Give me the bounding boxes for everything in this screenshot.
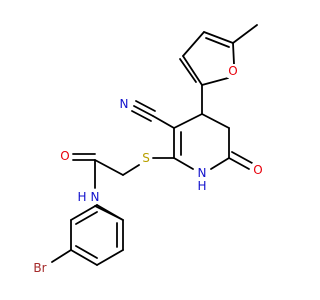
ring-nh-hydrogen-label: H [197,179,206,193]
bond-ar-2-3 [96,249,124,266]
bond-furan-c5-o [232,42,235,65]
bond-c6-o [228,157,250,170]
bond-c2-n1 [173,157,194,170]
bond-c5-c4 [201,113,230,129]
bond-layer [51,24,258,266]
label-mask [252,163,264,177]
bromine-label: Br [33,261,46,275]
molecule-diagram: O N N H O S O N H Br [32,24,264,275]
bond-furan-c2-c3-inner [179,58,197,83]
bond-c-br [51,249,72,263]
bond-c3-cn [152,115,175,129]
amide-nh-hydrogen-label: H [77,190,86,204]
label-mask [32,261,48,275]
furan-oxygen-label: O [228,64,237,78]
thioether-sulfur-label: S [142,151,150,165]
bond-n1-c6 [210,157,230,170]
label-mask [59,149,71,163]
lactam-oxygen-label: O [253,163,262,177]
atom-label-layer: O N N H O S O N H Br [32,64,264,275]
amide-oxygen-label: O [60,149,69,163]
label-mask [89,190,101,204]
label-mask [196,179,208,193]
amide-nitrogen-label: N [91,190,100,204]
bond-c6-o-2 [231,151,253,164]
bond-c4-c3 [173,113,203,129]
ring-nitrogen-label: N [198,166,207,180]
label-mask [196,166,208,180]
label-mask [141,151,151,165]
bond-ar-6-1 [96,204,124,221]
label-mask [76,190,88,204]
bond-nitrile-2 [135,100,156,112]
bond-furan-c3-c4 [182,31,205,57]
label-mask [118,97,130,111]
structure-drawing: O N N H O S O N H Br [32,24,264,275]
bond-ch2-co [94,159,124,176]
bond-furan-c4-c5-inner [205,37,230,48]
nitrile-nitrogen-label: N [120,97,129,111]
bond-s-ch2 [122,164,140,176]
bond-ar-5-6-inner [75,211,98,225]
bond-methyl [232,24,258,44]
bond-furan-o-c2 [201,77,229,86]
label-mask [227,64,239,78]
bond-ar-3-4-inner [75,245,98,259]
bond-nitrile-3 [131,110,152,122]
bond-nitrile-1 [133,105,154,117]
bond-furan-c4-c5 [203,31,234,44]
bond-ar-3-4 [70,249,98,266]
bond-furan-c2-c3 [182,55,203,86]
bond-ar-5-6 [70,204,98,221]
